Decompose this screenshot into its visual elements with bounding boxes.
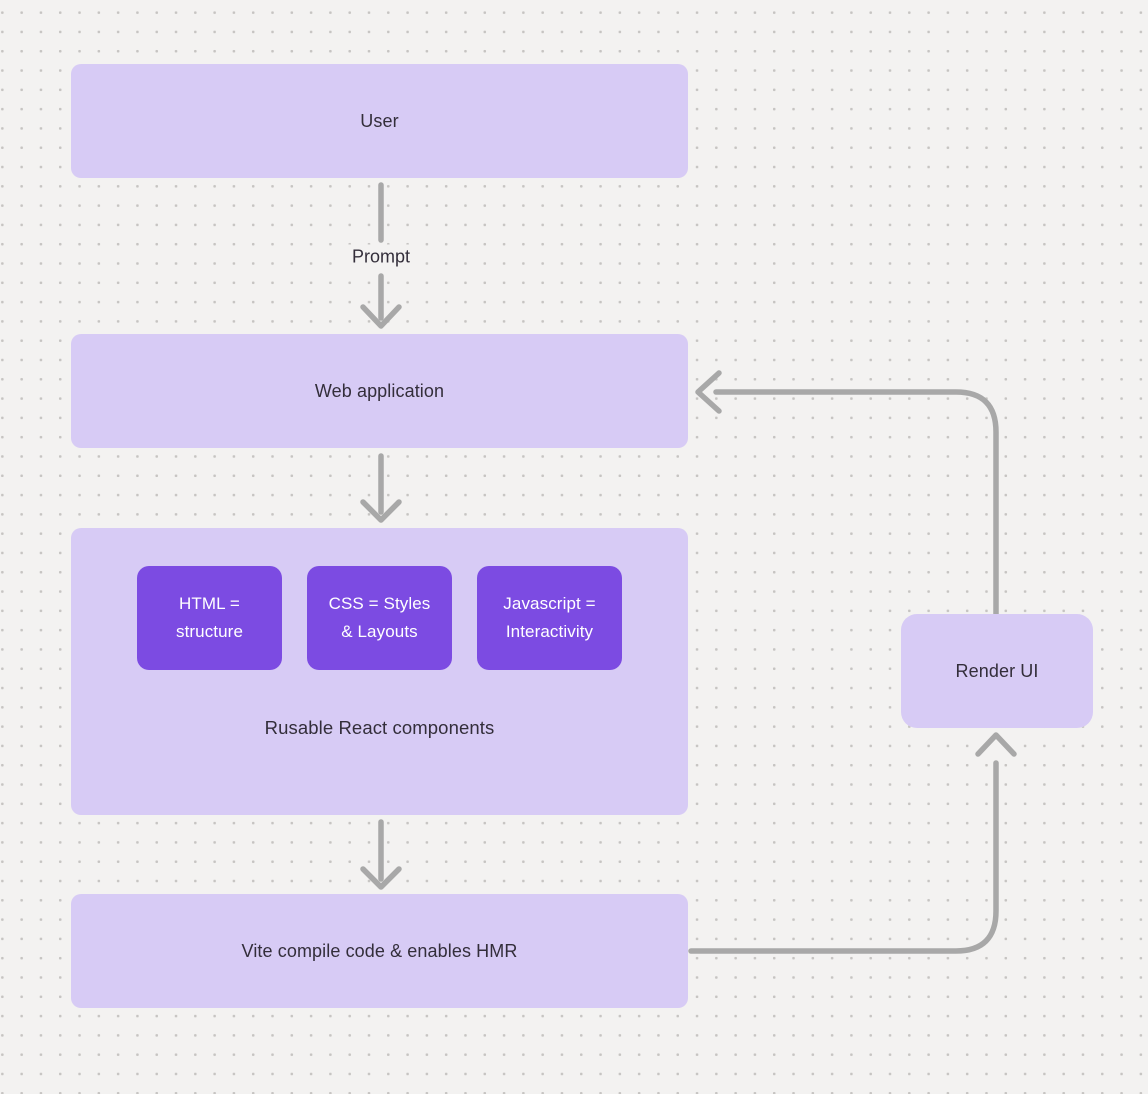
connector-vite-renderui-line [688, 760, 999, 954]
chip-javascript-line1: Javascript = [503, 594, 596, 613]
node-web-application[interactable]: Web application [71, 334, 688, 448]
arrow-down-icon [360, 304, 402, 329]
chip-html-line1: HTML = [179, 594, 240, 613]
chip-html-line2: structure [175, 622, 244, 641]
chip-row: HTML = structure CSS = Styles & Layouts … [71, 566, 688, 670]
chip-css[interactable]: CSS = Styles & Layouts [307, 566, 452, 670]
components-group-caption: Rusable React components [264, 717, 495, 738]
arrow-down-icon [360, 499, 402, 523]
node-web-application-label: Web application [314, 380, 445, 401]
node-render-ui[interactable]: Render UI [901, 614, 1093, 728]
chip-html[interactable]: HTML = structure [137, 566, 282, 670]
node-user[interactable]: User [71, 64, 688, 178]
chip-javascript-line2: Interactivity [505, 622, 594, 641]
node-vite-label: Vite compile code & enables HMR [241, 940, 518, 961]
node-vite[interactable]: Vite compile code & enables HMR [71, 894, 688, 1008]
arrow-down-icon [360, 866, 402, 890]
node-user-label: User [360, 110, 399, 131]
arrow-up-icon [975, 732, 1017, 757]
connector-renderui-webapp-line [713, 389, 999, 617]
chip-javascript[interactable]: Javascript = Interactivity [477, 566, 622, 670]
node-render-ui-label: Render UI [955, 660, 1039, 681]
node-components-group[interactable]: HTML = structure CSS = Styles & Layouts … [71, 528, 688, 815]
chip-css-line2: & Layouts [341, 622, 418, 641]
arrow-left-icon [695, 370, 722, 414]
edge-label-prompt: Prompt [345, 244, 417, 270]
chip-css-line1: CSS = Styles [328, 594, 431, 613]
